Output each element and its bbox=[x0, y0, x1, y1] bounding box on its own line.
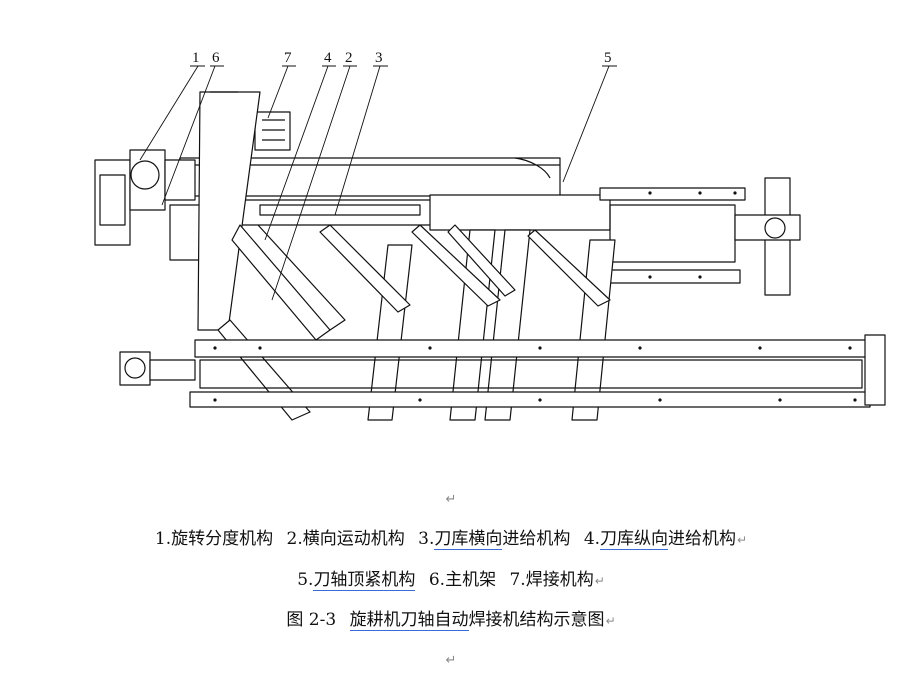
legend-item-2: 2.横向运动机构 bbox=[286, 529, 405, 549]
paragraph-mark: ↵ bbox=[594, 574, 605, 588]
callout-1: 1 bbox=[192, 50, 200, 66]
legend-item-7: 7.焊接机构↵ bbox=[509, 570, 605, 590]
callout-3: 3 bbox=[375, 50, 383, 66]
figure-title: 旋耕机刀轴自动焊接机结构示意图↵ bbox=[349, 610, 616, 631]
empty-paragraph-mark: ↵ bbox=[445, 492, 457, 507]
empty-paragraph-mark: ↵ bbox=[445, 653, 457, 668]
machine-structure-drawing: 1 6 7 4 2 3 5 bbox=[94, 50, 886, 421]
callout-2: 2 bbox=[345, 50, 353, 66]
paragraph-mark: ↵ bbox=[737, 533, 748, 547]
callout-7: 7 bbox=[284, 50, 292, 66]
legend-line-1: 1.旋转分度机构 2.横向运动机构 3.刀库横向进给机构 4.刀库纵向进给机构↵ bbox=[0, 528, 902, 551]
legend-line-2: 5.刀轴顶紧机构 6.主机架 7.焊接机构↵ bbox=[0, 569, 902, 592]
legend-item-1: 1.旋转分度机构 bbox=[154, 529, 274, 549]
legend-item-6: 6.主机架 bbox=[428, 570, 497, 590]
callout-4: 4 bbox=[324, 50, 332, 66]
figure-caption: 图 2-3 旋耕机刀轴自动焊接机结构示意图↵ bbox=[0, 609, 902, 632]
legend-item-3: 3.刀库横向进给机构 bbox=[418, 529, 571, 550]
figure-label: 图 2-3 bbox=[286, 610, 337, 630]
paragraph-mark: ↵ bbox=[605, 614, 616, 628]
callout-5: 5 bbox=[604, 50, 612, 66]
legend-item-5: 5.刀轴顶紧机构 bbox=[297, 570, 416, 591]
legend-item-4: 4.刀库纵向进给机构↵ bbox=[583, 529, 748, 550]
callout-6: 6 bbox=[212, 50, 220, 66]
